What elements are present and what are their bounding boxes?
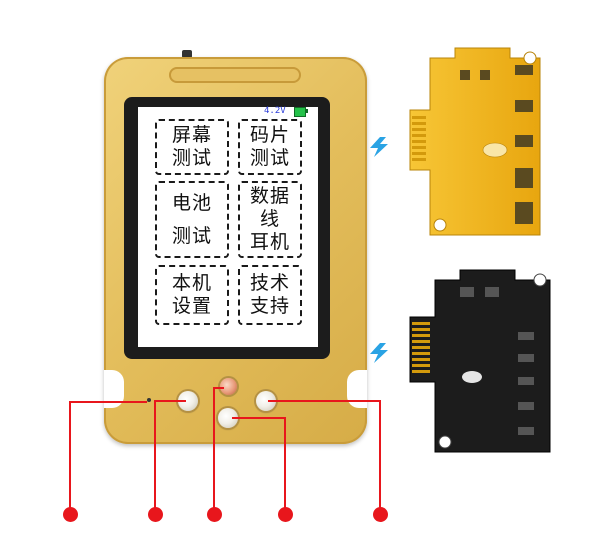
battery-tip — [306, 109, 308, 113]
callout-line-center-button — [232, 417, 286, 515]
menu-device-settings-line1: 本机 — [171, 272, 212, 294]
callout-dot-left-button — [148, 507, 163, 522]
hardware-button-right[interactable] — [256, 391, 276, 411]
yellow-test-board — [409, 47, 541, 236]
menu-code-test-line2: 测试 — [249, 147, 290, 169]
menu-battery-test[interactable]: 电池 测试 — [155, 181, 229, 258]
menu-data-cable-line3: 耳机 — [249, 231, 290, 253]
callout-dot-center-button — [278, 507, 293, 522]
reset-pinhole[interactable] — [147, 398, 151, 402]
lightning-icon — [370, 343, 388, 363]
device-side-notch-right — [347, 370, 367, 408]
callout-dot-pinhole — [63, 507, 78, 522]
menu-data-cable-line1: 数据 — [249, 185, 290, 207]
callout-dot-right-button — [373, 507, 388, 522]
device-top-slot — [169, 67, 301, 83]
menu-tech-support-line1: 技术 — [249, 272, 290, 294]
battery-icon — [294, 107, 306, 117]
hardware-button-center[interactable] — [218, 408, 238, 428]
menu-tech-support-line2: 支持 — [249, 295, 290, 317]
menu-battery-test-line2: 测试 — [171, 224, 212, 247]
callout-line-left-button — [154, 400, 186, 515]
device-top-knob — [182, 50, 192, 58]
lightning-icon — [370, 137, 388, 157]
menu-screen-test[interactable]: 屏幕 测试 — [155, 119, 229, 175]
menu-code-test[interactable]: 码片 测试 — [238, 119, 302, 175]
battery-voltage: 4.2V — [264, 106, 286, 116]
indicator-led — [220, 378, 237, 395]
menu-screen-test-line2: 测试 — [171, 147, 212, 169]
callout-line-pinhole — [69, 401, 147, 515]
menu-device-settings-line2: 设置 — [171, 295, 212, 317]
menu-tech-support[interactable]: 技术 支持 — [238, 265, 302, 325]
menu-code-test-line1: 码片 — [249, 124, 290, 146]
callout-line-led — [213, 387, 224, 515]
black-test-board — [409, 269, 551, 453]
callout-dot-led — [207, 507, 222, 522]
menu-data-cable-line2: 线 — [259, 208, 280, 230]
menu-device-settings[interactable]: 本机 设置 — [155, 265, 229, 325]
menu-battery-test-line1: 电池 — [171, 191, 212, 214]
device-side-notch-left — [104, 370, 124, 408]
menu-data-cable-earphone[interactable]: 数据 线 耳机 — [238, 181, 302, 258]
hardware-button-left[interactable] — [178, 391, 198, 411]
callout-line-right-button — [268, 400, 381, 515]
menu-screen-test-line1: 屏幕 — [171, 124, 212, 146]
